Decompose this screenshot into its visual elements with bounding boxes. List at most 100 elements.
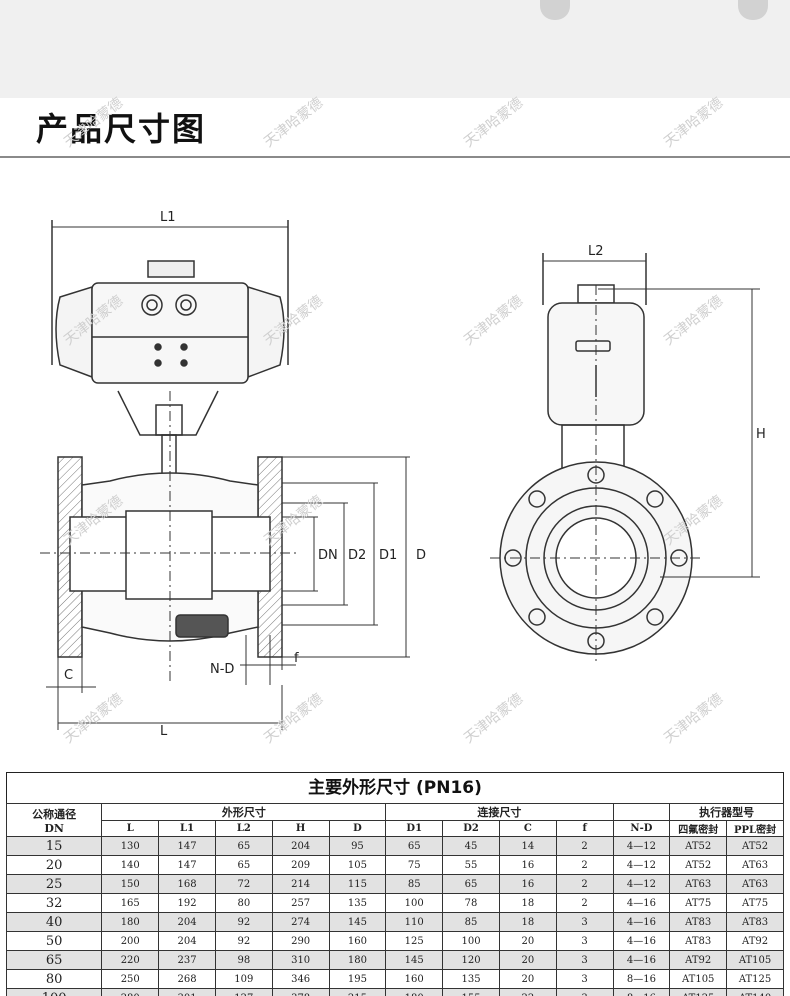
table-cell: 310 (271, 950, 330, 970)
table-cell: 95 (328, 836, 387, 856)
table-cell: 100 (442, 931, 500, 951)
table-cell: 80 (214, 893, 273, 913)
table-cell: 130 (101, 836, 160, 856)
table-cell: 147 (158, 836, 216, 856)
table-cell: 145 (385, 950, 444, 970)
table-cell: 3 (555, 912, 614, 932)
table-cell-dn: 80 (6, 969, 103, 989)
table-cell: 16 (498, 874, 557, 894)
table-cell: AT75 (669, 893, 728, 913)
table-cell: 2 (555, 855, 614, 875)
table-cell: 4—12 (612, 836, 671, 856)
table-cell: AT92 (669, 950, 728, 970)
table-cell: 378 (271, 988, 330, 996)
table-cell: 204 (271, 836, 330, 856)
table-cell: 135 (328, 893, 387, 913)
label-d2: D2 (348, 548, 366, 563)
table-cell: 127 (214, 988, 273, 996)
table-cell: 4—16 (612, 931, 671, 951)
table-cell: 3 (555, 931, 614, 951)
table-cell: 100 (385, 893, 444, 913)
table-cell: 4—16 (612, 893, 671, 913)
table-cell: 115 (328, 874, 387, 894)
table-cell: 135 (442, 969, 500, 989)
top-photo-band (0, 0, 790, 98)
table-cell: AT63 (726, 874, 784, 894)
table-cell: AT83 (669, 931, 728, 951)
table-cell: 2 (555, 874, 614, 894)
label-f: f (294, 651, 299, 666)
table-cell: 180 (328, 950, 387, 970)
label-h: H (756, 427, 766, 442)
table-cell: 85 (385, 874, 444, 894)
table-cell: 180 (385, 988, 444, 996)
table-cell: 65 (385, 836, 444, 856)
column-header: C (498, 820, 557, 837)
table-cell: 274 (271, 912, 330, 932)
header-nominal-sub: DN (44, 821, 64, 835)
label-nd: N-D (210, 662, 234, 677)
technical-drawing: L1 L2 H DN D2 D1 D C N-D f L (40, 210, 766, 739)
header-nominal-label: 公称通径 (32, 807, 77, 821)
table-cell: 20 (498, 950, 557, 970)
table-cell: 98 (214, 950, 273, 970)
header-nd-spacer (612, 803, 671, 821)
label-l2: L2 (588, 244, 604, 259)
photo-edge-right (738, 0, 768, 20)
table-cell: 65 (214, 836, 273, 856)
table-cell: 120 (442, 950, 500, 970)
table-cell: 4—12 (612, 855, 671, 875)
table-cell: 78 (442, 893, 500, 913)
column-header: f (555, 820, 614, 837)
table-cell-dn: 15 (6, 836, 103, 856)
column-header: L2 (214, 820, 273, 837)
table-cell: AT63 (726, 855, 784, 875)
table-cell: AT52 (669, 836, 728, 856)
table-cell: 168 (158, 874, 216, 894)
table-cell: AT52 (669, 855, 728, 875)
table-cell-dn: 65 (6, 950, 103, 970)
column-header: D2 (442, 820, 500, 837)
table-title: 主要外形尺寸 (PN16) (6, 772, 784, 803)
table-cell: 3 (555, 950, 614, 970)
table-cell: 237 (158, 950, 216, 970)
table-cell: 4—12 (612, 874, 671, 894)
table-cell: 160 (385, 969, 444, 989)
table-cell: 209 (271, 855, 330, 875)
title-row (0, 98, 790, 158)
photo-edge-left (540, 0, 570, 20)
table-cell: 290 (271, 931, 330, 951)
table-cell: 140 (101, 855, 160, 875)
table-cell: AT125 (669, 988, 728, 996)
column-header: 四氟密封 (669, 820, 728, 837)
table-cell: 155 (442, 988, 500, 996)
column-header: PPL密封 (726, 820, 784, 837)
table-cell: AT83 (669, 912, 728, 932)
table-cell: 85 (442, 912, 500, 932)
table-cell: 20 (498, 931, 557, 951)
table-cell: 14 (498, 836, 557, 856)
table-cell: AT52 (726, 836, 784, 856)
table-cell: 75 (385, 855, 444, 875)
table-cell-dn: 40 (6, 912, 103, 932)
table-cell: 3 (555, 969, 614, 989)
column-header: L (101, 820, 160, 837)
table-cell-dn: 20 (6, 855, 103, 875)
table-cell: 214 (271, 874, 330, 894)
table-cell-dn: 25 (6, 874, 103, 894)
table-cell: 18 (498, 893, 557, 913)
table-cell: AT125 (726, 969, 784, 989)
header-outline: 外形尺寸 (101, 803, 387, 821)
column-header: D1 (385, 820, 444, 837)
table-cell: 3 (555, 988, 614, 996)
table-cell: 20 (498, 969, 557, 989)
label-l: L (160, 724, 168, 739)
table-cell: 250 (101, 969, 160, 989)
table-cell: 125 (385, 931, 444, 951)
